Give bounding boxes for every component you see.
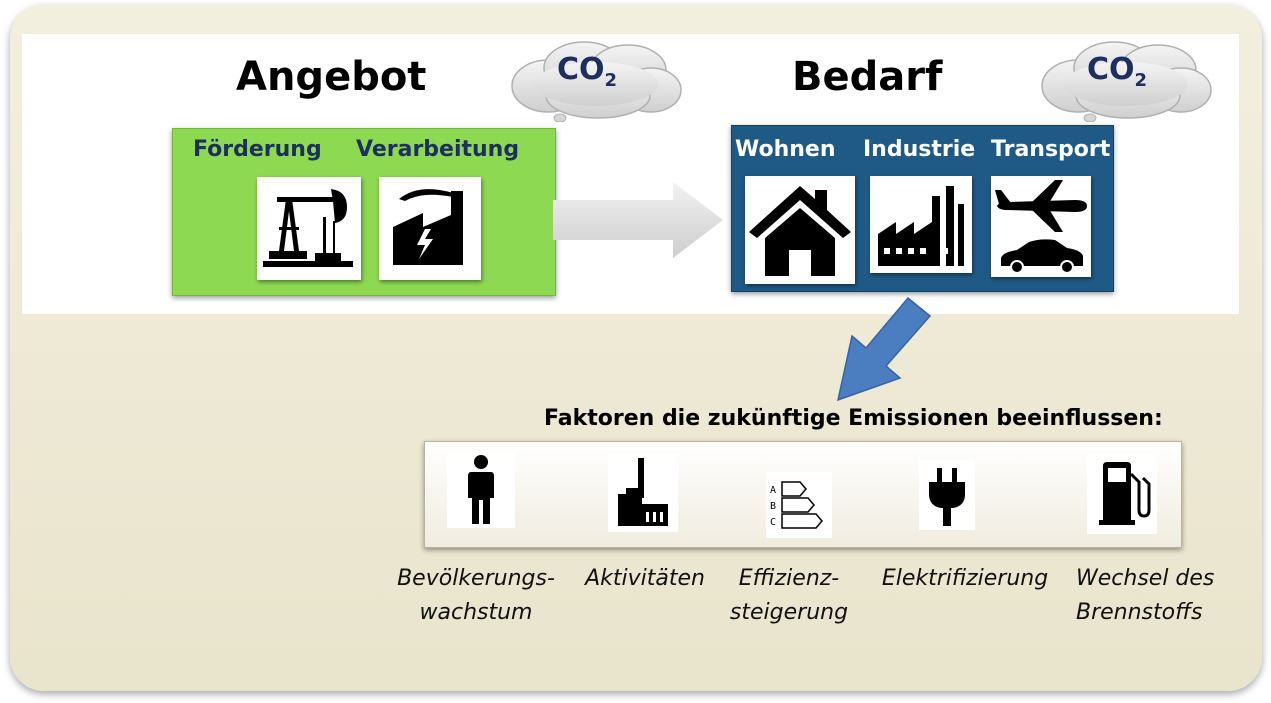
factory-icon [878,186,964,266]
label-wohnen: Wohnen [735,137,836,162]
caption-effizienzsteigerung: Effizienz- steigerung [714,562,864,630]
demand-box: Wohnen Industrie Transport [731,125,1114,292]
svg-text:C: C [770,517,776,528]
fuel-tile [1087,454,1157,534]
electric-plug-icon [929,468,965,526]
efficiency-label-icon: A B C [770,481,823,529]
activities-tile [608,454,678,532]
caption-brennstoffwechsel: Wechsel des Brennstoffs [1066,562,1230,630]
caption-line: Wechsel des [1076,566,1215,591]
industry-chimney-icon [618,458,668,526]
airplane-car-icon [995,180,1087,274]
supply-box: Förderung Verarbeitung [172,128,556,296]
caption-line: Elektrifizierung [881,566,1049,591]
oil-pump-tile [257,177,361,280]
demand-to-factors-arrow-icon [836,296,932,402]
power-plant-icon [393,189,463,265]
transport-tile [991,176,1091,277]
supply-title: Angebot [236,54,427,100]
label-verarbeitung: Verarbeitung [356,137,520,162]
caption-line: Bevölkerungs- [397,566,555,591]
co2-cloud-icon [511,41,682,122]
caption-line: Aktivitäten [585,566,705,591]
caption-line: steigerung [729,600,849,625]
label-foerderung: Förderung [193,137,322,162]
caption-bevoelkerungswachstum: Bevölkerungs- wachstum [384,562,568,630]
caption-aktivitaeten: Aktivitäten [570,562,720,596]
co2-label-supply: CO2 [557,52,618,91]
house-icon [749,186,851,276]
svg-text:B: B [770,501,776,512]
caption-line: Effizienz- [738,566,840,591]
person-tile [447,452,515,528]
fuel-pump-icon [1099,462,1151,525]
caption-line: Brennstoffs [1076,600,1203,625]
caption-line: wachstum [419,600,533,625]
factory-tile [870,176,972,273]
demand-title: Bedarf [792,54,943,100]
factors-title: Faktoren die zukünftige Emissionen beein… [544,406,1163,431]
svg-text:A: A [770,485,776,496]
co2-label-demand: CO2 [1087,52,1148,91]
caption-elektrifizierung: Elektrifizierung [866,562,1064,596]
efficiency-tile: A B C [766,472,832,538]
person-icon [468,455,494,524]
co2-cloud-icon [1041,41,1212,122]
oil-pump-icon [263,189,353,267]
supply-to-demand-arrow-icon [553,182,723,258]
factors-box: A B C [424,441,1182,548]
house-tile [745,176,855,284]
label-industrie: Industrie [863,137,976,162]
label-transport: Transport [991,137,1111,162]
plug-tile [919,460,975,530]
power-plant-tile [379,177,481,280]
